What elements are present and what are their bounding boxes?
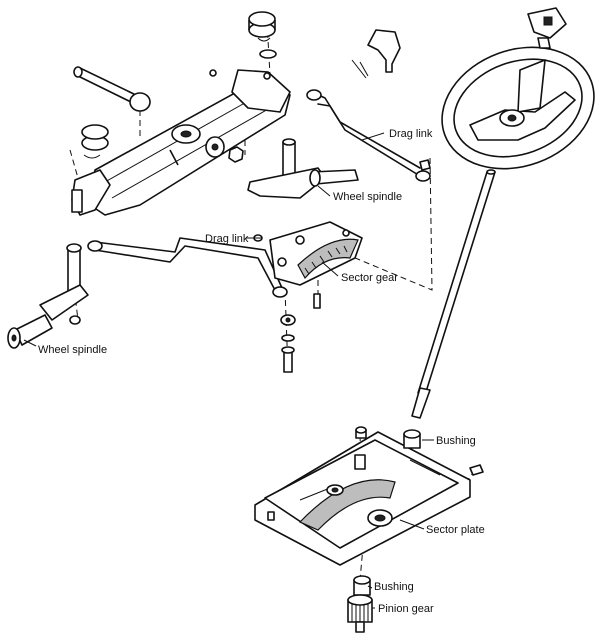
- label-drag-link-right: Drag link: [389, 128, 433, 140]
- label-sector-gear: Sector gear: [341, 272, 398, 284]
- axle-bumper-left: [81, 124, 109, 159]
- label-bushing-bottom: Bushing: [374, 581, 414, 593]
- steering-wheel-cap: [527, 7, 567, 49]
- label-drag-link-center: Drag link: [205, 233, 249, 245]
- axle-hardware: [169, 69, 271, 166]
- bushing-bottom: [353, 575, 371, 596]
- plate-hardware: [354, 426, 484, 476]
- label-sector-plate: Sector plate: [426, 524, 485, 536]
- sector-gear-assembly: [253, 221, 363, 309]
- axle-bumper-top: [248, 11, 277, 59]
- sector-plate: [254, 431, 471, 566]
- steering-bracket: [351, 29, 401, 79]
- pinion-gear: [347, 594, 373, 633]
- label-wheel-spindle-left: Wheel spindle: [38, 344, 107, 356]
- steering-shaft: [411, 169, 496, 419]
- right-wheel-spindle: [247, 138, 359, 199]
- steering-wheel: [441, 46, 595, 170]
- label-bushing-top: Bushing: [436, 435, 476, 447]
- drag-link-lower: [87, 237, 288, 298]
- axle-pivot-bolt: [73, 66, 151, 112]
- left-wheel-spindle: [7, 189, 89, 349]
- drag-link-upper: [306, 89, 431, 182]
- label-pinion-gear: Pinion gear: [378, 603, 434, 615]
- pivot-hardware-stack: [280, 314, 296, 373]
- bushing-top: [403, 429, 421, 449]
- label-wheel-spindle-right: Wheel spindle: [333, 191, 402, 203]
- leader-lines: [23, 132, 434, 609]
